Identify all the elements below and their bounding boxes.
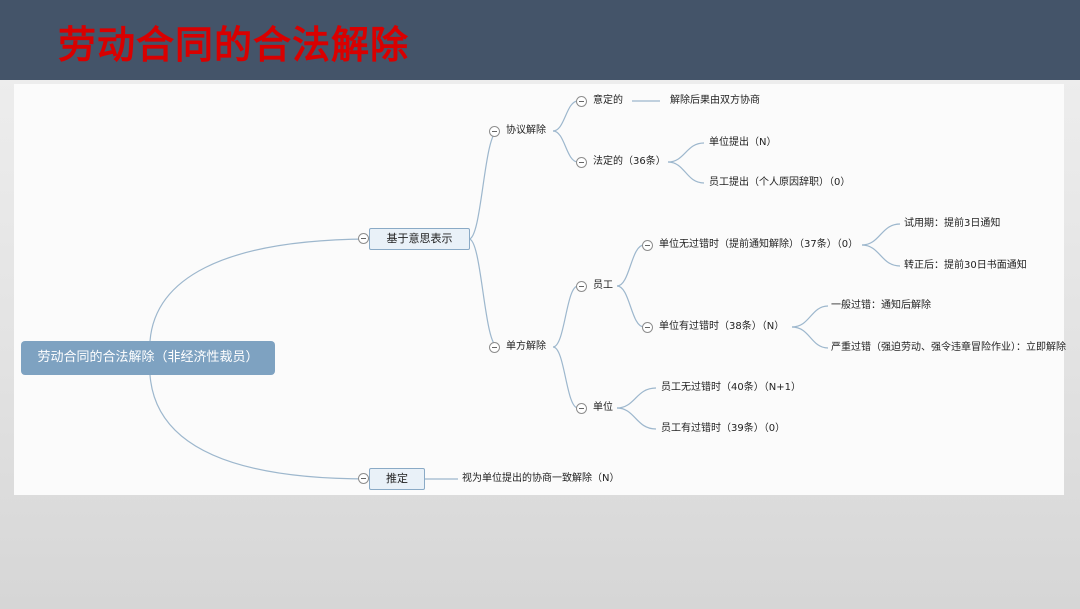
node-consensus[interactable]: 基于意思表示 bbox=[369, 228, 470, 250]
node-agreed[interactable]: 意定的 bbox=[593, 95, 623, 106]
slide-header: 劳动合同的合法解除 bbox=[0, 0, 1080, 80]
mindmap-root-node[interactable]: 劳动合同的合法解除（非经济性裁员） bbox=[21, 341, 275, 375]
connector-employer-fault bbox=[616, 407, 657, 430]
connector-fault-serious bbox=[791, 326, 829, 349]
node-statutory-employer[interactable]: 单位提出（N） bbox=[709, 137, 777, 148]
collapse-toggle-icon[interactable] bbox=[489, 342, 500, 353]
connector-agreement-agreed bbox=[552, 100, 579, 132]
connector-consensus-unilateral bbox=[468, 238, 499, 348]
collapse-toggle-icon[interactable] bbox=[576, 403, 587, 414]
connector-unilateral-employer bbox=[552, 346, 579, 409]
connector-statutory-employee bbox=[667, 161, 705, 184]
connector-nofault-regular bbox=[861, 244, 901, 267]
mindmap-canvas bbox=[14, 84, 1064, 495]
collapse-toggle-icon[interactable] bbox=[489, 126, 500, 137]
slide-title: 劳动合同的合法解除 bbox=[58, 23, 410, 67]
node-regular[interactable]: 转正后：提前30日书面通知 bbox=[904, 260, 1027, 271]
node-employer-nofault[interactable]: 单位无过错时（提前通知解除）（37条）（0） bbox=[659, 239, 859, 250]
node-probation[interactable]: 试用期：提前3日通知 bbox=[904, 218, 1001, 229]
connector-statutory-employer bbox=[667, 142, 705, 163]
node-by-employee[interactable]: 员工 bbox=[593, 280, 613, 291]
node-general-fault[interactable]: 一般过错：通知后解除 bbox=[831, 300, 931, 311]
node-employer-fault[interactable]: 单位有过错时（38条）（N） bbox=[659, 321, 785, 332]
collapse-toggle-icon[interactable] bbox=[576, 157, 587, 168]
node-unilateral[interactable]: 单方解除 bbox=[506, 341, 546, 352]
connector-nofault-probation bbox=[861, 223, 901, 246]
connector-consensus-agreement bbox=[468, 130, 499, 240]
node-serious-fault[interactable]: 严重过错（强迫劳动、强令违章冒险作业）：立即解除 bbox=[831, 342, 1066, 353]
collapse-toggle-icon[interactable] bbox=[358, 473, 369, 484]
node-statutory[interactable]: 法定的（36条） bbox=[593, 156, 666, 167]
collapse-toggle-icon[interactable] bbox=[576, 281, 587, 292]
connector-unilateral-employee bbox=[552, 285, 579, 348]
node-by-employer[interactable]: 单位 bbox=[593, 402, 613, 413]
node-employee-nofault[interactable]: 员工无过错时（40条）（N+1） bbox=[661, 382, 801, 393]
connector-employer-nofault bbox=[616, 387, 657, 409]
node-agreed-result[interactable]: 解除后果由双方协商 bbox=[670, 95, 760, 106]
node-presumed[interactable]: 推定 bbox=[369, 468, 425, 490]
connector-agreement-statutory bbox=[552, 130, 579, 163]
connector-employee-fault bbox=[616, 285, 645, 328]
connector-root-consensus bbox=[149, 238, 369, 342]
collapse-toggle-icon[interactable] bbox=[642, 322, 653, 333]
node-presumed-result[interactable]: 视为单位提出的协商一致解除（N） bbox=[462, 473, 620, 484]
node-employee-fault[interactable]: 员工有过错时（39条）（0） bbox=[661, 423, 786, 434]
collapse-toggle-icon[interactable] bbox=[358, 233, 369, 244]
node-agreement[interactable]: 协议解除 bbox=[506, 125, 546, 136]
connector-fault-general bbox=[791, 305, 829, 328]
connector-employee-nofault bbox=[616, 244, 645, 287]
collapse-toggle-icon[interactable] bbox=[576, 96, 587, 107]
collapse-toggle-icon[interactable] bbox=[642, 240, 653, 251]
connector-root-presumed bbox=[149, 374, 369, 480]
node-statutory-employee[interactable]: 员工提出（个人原因辞职）（0） bbox=[709, 177, 851, 188]
